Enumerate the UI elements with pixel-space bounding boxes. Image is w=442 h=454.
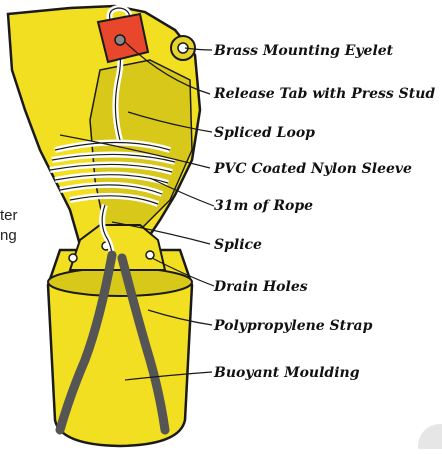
label-rope: 31m of Rope [214, 198, 313, 214]
press-stud-icon [115, 35, 125, 45]
release-tab [98, 14, 148, 62]
drain-hole [69, 254, 77, 262]
label-pvc-sleeve: PVC Coated Nylon Sleeve [213, 161, 412, 177]
brass-eyelet [171, 36, 195, 60]
cropped-text-line-2: ng [0, 227, 17, 244]
label-release-tab: Release Tab with Press Stud [213, 86, 435, 102]
label-polypropylene-strap: Polypropylene Strap [213, 318, 373, 334]
label-spliced-loop: Spliced Loop [214, 125, 315, 141]
corner-decoration [418, 424, 442, 449]
cropped-text-line-1: ter [0, 207, 18, 224]
label-drain-holes: Drain Holes [213, 279, 308, 295]
label-brass-mounting-eyelet: Brass Mounting Eyelet [213, 43, 394, 59]
moulding-rim [48, 268, 192, 296]
label-buoyant-moulding: Buoyant Moulding [213, 365, 360, 381]
label-splice: Splice [214, 237, 262, 253]
